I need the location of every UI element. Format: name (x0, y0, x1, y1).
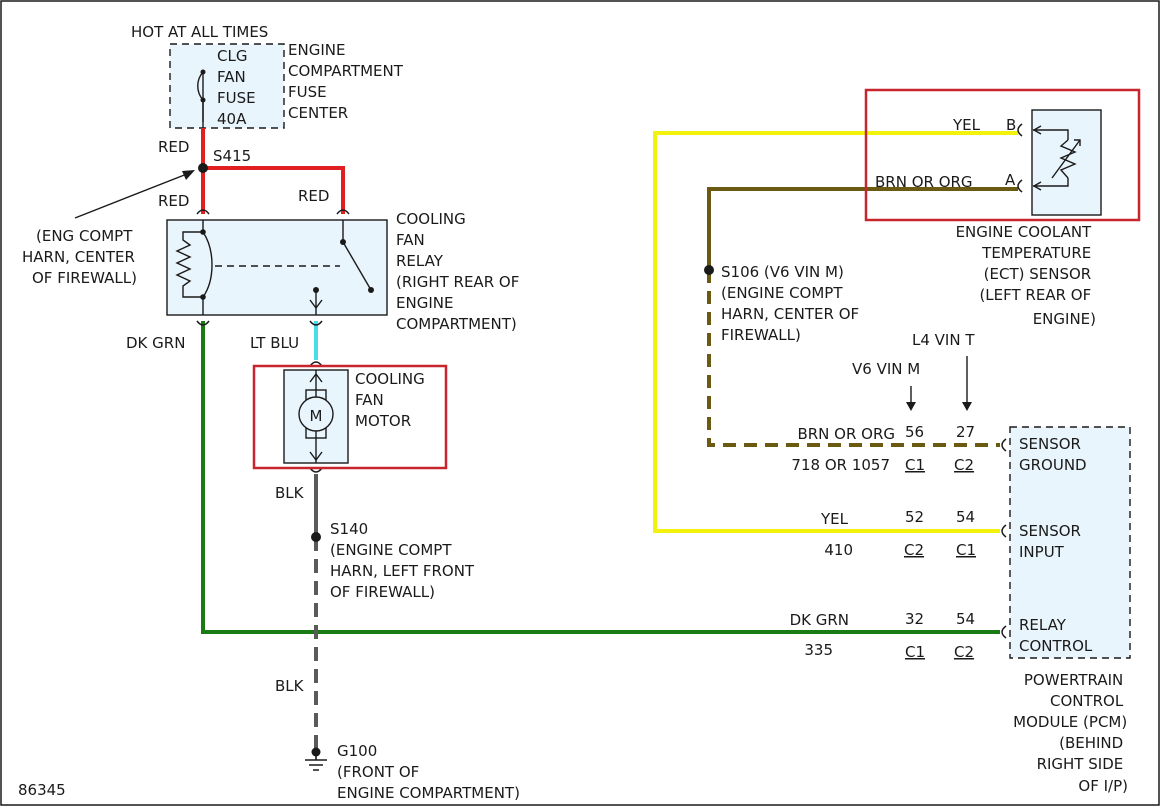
s415-location-note: (ENG COMPT HARN, CENTER OF FIREWALL) (22, 227, 140, 287)
splice-s415-dot (198, 163, 208, 173)
pcm-outline (1009, 426, 1131, 659)
fuse-center-box (170, 44, 284, 128)
ground-icon (305, 747, 327, 771)
v6-pin-number: 32 (905, 610, 924, 628)
ect-sensor-label: ENGINE COOLANT TEMPERATURE (ECT) SENSOR … (956, 223, 1096, 328)
ground-g100-label: G100 (FRONT OF ENGINE COMPARTMENT) (337, 742, 520, 802)
wire-brn-ect-to-s106 (707, 187, 1018, 270)
fuse-center-outline (169, 43, 285, 129)
pcm-circuit-row: YEL 410 52 C2 54 C1 SENSOR INPUT (820, 508, 1086, 561)
relay-label: COOLING FAN RELAY (RIGHT REAR OF ENGINE … (396, 210, 524, 333)
l4-vin-header: L4 VIN T (912, 331, 975, 349)
ect-wire-brn-label: BRN OR ORG (875, 173, 973, 191)
wire-color-blk-bottom: BLK (275, 677, 305, 695)
pcm-terminal-label: RELAY CONTROL (1019, 616, 1093, 655)
splice-s140-dot (311, 532, 321, 542)
l4-connector: C1 (956, 541, 976, 559)
ect-wire-yel-label: YEL (952, 116, 981, 134)
fuse-icon (197, 69, 206, 128)
splice-s106-label: S106 (V6 VIN M) (ENGINE COMPT HARN, CENT… (721, 263, 864, 344)
l4-pin-number: 27 (956, 423, 975, 441)
fuse-label: CLG FAN FUSE 40A (217, 47, 260, 128)
arrow-down-icon (906, 356, 972, 411)
motor-symbol-letter: M (310, 407, 323, 425)
figure-id: 86345 (18, 781, 66, 799)
l4-connector: C2 (954, 456, 974, 474)
wire-color-dk-grn-relay: DK GRN (126, 334, 185, 352)
pcm-box (1010, 427, 1130, 658)
wire-red-s415-to-relay-switch (203, 166, 345, 214)
wire-yel-ect-to-pcm (653, 131, 1018, 533)
motor-highlight-box (252, 364, 448, 470)
l4-connector: C2 (954, 643, 974, 661)
l4-pin-number: 54 (956, 610, 975, 628)
ect-highlight-box (864, 88, 1141, 222)
wire-color-red-top: RED (158, 138, 189, 156)
wire-color-blk-top: BLK (275, 484, 305, 502)
fuse-center-label: ENGINE COMPARTMENT FUSE CENTER (288, 41, 408, 122)
wire-color-lt-blu: LT BLU (250, 334, 299, 352)
l4-pin-number: 54 (956, 508, 975, 526)
v6-connector: C1 (905, 456, 925, 474)
pcm-terminal-label: SENSOR GROUND (1019, 435, 1087, 474)
splice-s140-label: S140 (ENGINE COMPT HARN, LEFT FRONT OF F… (330, 520, 479, 601)
splice-s415-label: S415 (213, 147, 251, 165)
relay-box (166, 219, 388, 316)
wire-layer (201, 128, 1018, 748)
v6-connector: C1 (905, 643, 925, 661)
motor-icon (298, 370, 334, 463)
ect-pin-b: B (1006, 116, 1016, 134)
relay-switch-icon (309, 220, 374, 315)
wire-brn-s106-to-pcm (707, 270, 1000, 447)
v6-pin-number: 52 (905, 508, 924, 526)
ect-sensor-box (1031, 109, 1102, 216)
circuit-wire-color: YEL (820, 510, 849, 528)
wire-dk-grn-relay-to-pcm (201, 321, 1000, 634)
wire-color-red-right: RED (298, 187, 329, 205)
circuit-wire-color: DK GRN (790, 611, 849, 629)
hot-at-all-times-label: HOT AT ALL TIMES (131, 23, 268, 41)
pcm-terminal-label: SENSOR INPUT (1019, 522, 1086, 561)
v6-pin-number: 56 (905, 423, 924, 441)
v6-vin-header: V6 VIN M (852, 360, 920, 378)
circuit-wire-color: BRN OR ORG (797, 425, 895, 443)
circuit-number: 718 OR 1057 (791, 456, 890, 474)
circuit-number: 410 (824, 541, 853, 559)
motor-label: COOLING FAN MOTOR (355, 370, 430, 430)
v6-connector: C2 (904, 541, 924, 559)
thermistor-icon (1032, 125, 1081, 191)
pcm-circuit-row: DK GRN 335 32 C1 54 C2 RELAY CONTROL (790, 610, 1093, 661)
circuit-number: 335 (804, 641, 833, 659)
splice-s106-dot (704, 265, 714, 275)
ect-pin-a: A (1005, 171, 1016, 189)
relay-coil-icon (175, 220, 340, 315)
wire-color-red-left: RED (158, 192, 189, 210)
s415-leader-arrow (74, 170, 195, 219)
pcm-circuit-row: BRN OR ORG 718 OR 1057 56 C1 27 C2 SENSO… (791, 423, 1086, 474)
pcm-label: POWERTRAIN CONTROL MODULE (PCM) (BEHIND … (1013, 671, 1132, 795)
